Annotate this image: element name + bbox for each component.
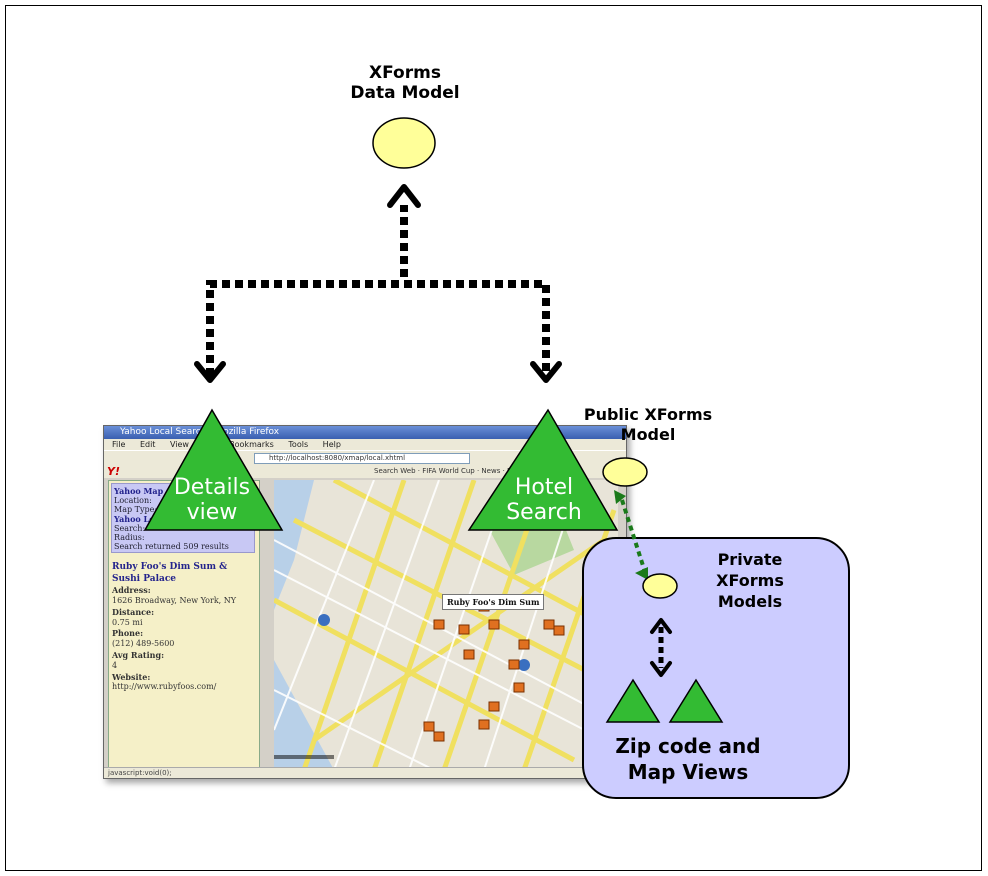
private-models-label: Private XForms Models [690,550,810,612]
website-label: Website: [112,671,151,682]
yahoo-logo: Y! [107,465,120,478]
private-models-label-line3: Models [717,591,783,611]
hotel-search-label-line2: Search [506,500,582,526]
search-panel-line: Map Type: [114,505,158,514]
top-data-model-oval [372,117,436,169]
zip-code-view-triangle [605,678,661,723]
menu-view[interactable]: View [169,440,189,449]
details-view-triangle [143,408,284,531]
distance-label: Distance: [112,606,155,617]
phone-value: (212) 489-5600 [112,639,175,649]
top-model-label-line1: XForms [369,63,441,83]
public-model-label-line1: Public XForms [583,405,713,424]
map-view-triangle [668,678,724,723]
search-panel-line: Yahoo Local [114,514,168,524]
private-models-label-line2: XForms [716,570,784,590]
menu-help[interactable]: Help [322,440,341,449]
details-view-label: Details view [162,475,262,526]
map-popup: Ruby Foo's Dim Sum [442,594,545,610]
rating-value: 4 [112,660,118,670]
search-panel-line: Location: [114,496,152,505]
menu-bookmarks[interactable]: Bookmarks [229,440,274,449]
status-bar: javascript:void(0); [104,767,626,778]
private-models-label-line1: Private [717,550,783,569]
result-title[interactable]: Ruby Foo's Dim Sum & Sushi Palace [112,562,228,585]
map-view[interactable]: Ruby Foo's Dim Sum [274,480,618,770]
hotel-search-label: Hotel Search [494,475,594,526]
result-details: Ruby Foo's Dim Sum & Sushi Palace Addres… [112,561,256,693]
details-view-label-line2: view [186,500,238,526]
diagram-frame [5,5,982,871]
public-model-label: Public XForms Model [553,405,743,444]
search-panel-line: Search: [114,524,146,533]
website-link[interactable]: http://www.rubyfoos.com/ [112,682,217,692]
details-view-label-line1: Details [173,475,251,500]
menu-edit[interactable]: Edit [139,440,156,449]
menu-tools[interactable]: Tools [288,440,309,449]
hotel-search-triangle [467,408,619,531]
phone-label: Phone: [112,628,144,639]
private-models-box [582,537,850,799]
address-label: Address: [112,585,151,596]
browser-screenshot: Yahoo Local Search - Mozilla Firefox Fil… [103,425,627,779]
menu-file[interactable]: File [112,440,126,449]
views-label: Zip code and Map Views [588,734,788,785]
hotel-search-label-line1: Hotel [514,475,574,500]
address-value: 1626 Broadway, New York, NY [112,596,237,606]
results-count: Search returned 509 results [114,542,229,551]
top-model-label: XForms Data Model [320,63,490,104]
search-panel-line: Radius: [114,533,145,542]
views-label-line1: Zip code and [615,734,761,758]
views-label-line2: Map Views [627,759,749,784]
private-model-oval [642,573,678,599]
rating-label: Avg Rating: [112,650,165,661]
search-panel-line: Yahoo Map [114,486,164,496]
public-model-label-line2: Model [620,424,676,444]
top-model-label-line2: Data Model [350,83,460,104]
distance-value: 0.75 mi [112,617,143,627]
links-text: Search Web · FIFA World Cup · News · My … [374,467,578,475]
url-field[interactable]: http://localhost:8080/xmap/local.xhtml [254,453,470,464]
public-model-oval [602,457,648,487]
map-graphic [274,480,618,770]
